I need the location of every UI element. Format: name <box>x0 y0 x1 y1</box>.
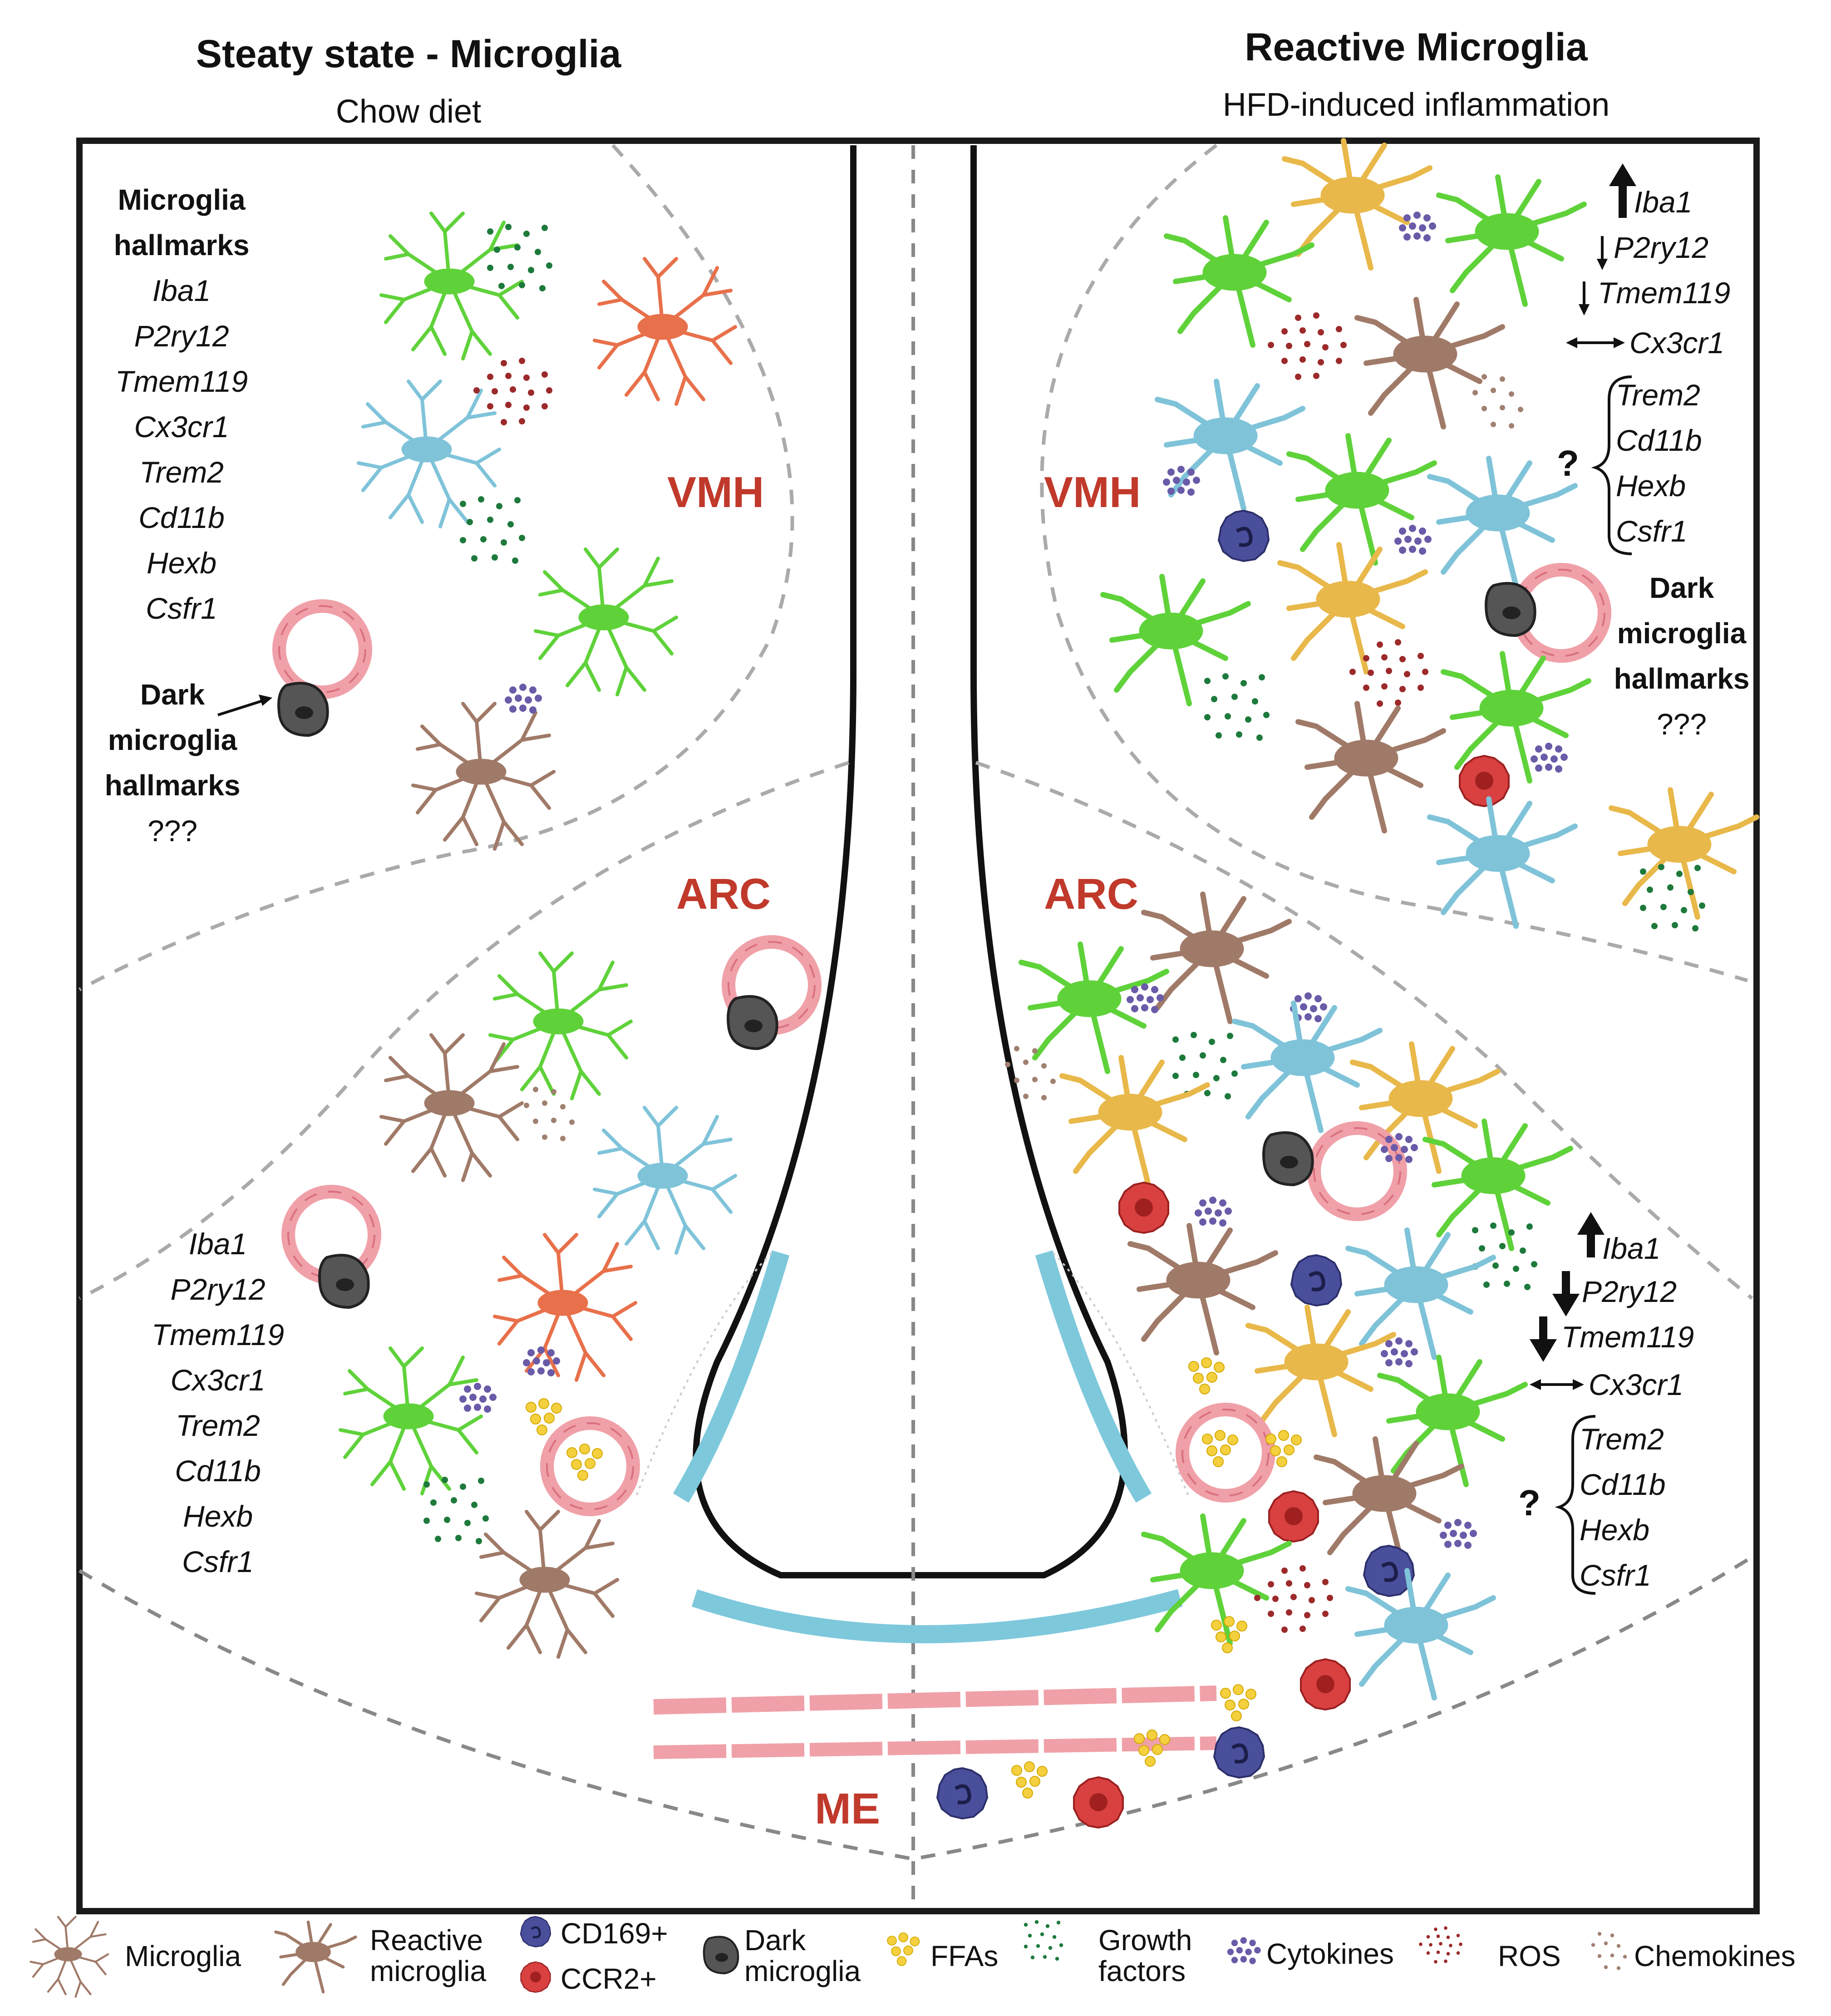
legend-growth-line2: factors <box>1098 1955 1186 1987</box>
gene-label: Trem2 <box>1616 378 1700 412</box>
left-dark-microglia-label: Dark microglia hallmarks ??? <box>104 672 241 853</box>
gene-label: Cx3cr1 <box>1629 326 1725 360</box>
region-label-vmh-left: VMH <box>667 468 764 517</box>
gene-label: Cd11b <box>138 501 225 534</box>
gene-label: Tmem119 <box>1598 276 1731 310</box>
dark-label-line3: hallmarks <box>1614 662 1750 695</box>
region-label-me: ME <box>815 1784 880 1833</box>
region-label-arc-right: ARC <box>1044 870 1138 918</box>
gene-label: Trem2 <box>176 1409 260 1442</box>
right-title: Reactive Microglia <box>1245 25 1588 69</box>
region-boundaries <box>78 143 1753 1861</box>
legend-cytokines: Cytokines <box>1266 1937 1394 1970</box>
right-arc-unknown-genes: Trem2 Cd11b Hexb Csfr1 <box>1580 1416 1698 1598</box>
legend-cd169: CD169+ <box>561 1917 668 1950</box>
gene-label: Cx3cr1 <box>1589 1368 1684 1401</box>
legend-ros: ROS <box>1498 1940 1561 1972</box>
me-tanycyte-band <box>691 1589 1183 1643</box>
hallmarks-heading-line2: hallmarks <box>113 229 250 261</box>
legend-ccr2: CCR2+ <box>561 1962 657 1995</box>
gene-label: Cd11b <box>175 1454 261 1488</box>
gene-label: Csfr1 <box>1580 1558 1651 1592</box>
right-vmh-unknown-genes: Trem2 Cd11b Hexb Csfr1 <box>1616 372 1734 554</box>
dark-label-unknown: ??? <box>147 814 198 848</box>
arc-expression-arrows <box>1530 1212 1605 1595</box>
left-title: Steaty state - Microglia <box>196 32 621 76</box>
dark-label-line1: Dark <box>140 678 205 711</box>
legend-reactive-line2: microglia <box>370 1955 487 1987</box>
gene-label: Hexb <box>182 1499 253 1533</box>
gene-label: Cd11b <box>1580 1468 1666 1501</box>
legend-dark-line1: Dark <box>744 1924 806 1957</box>
legend-reactive-microglia: Reactive microglia <box>370 1925 486 1986</box>
hallmarks-heading-line1: Microglia <box>118 183 246 216</box>
gene-label: P2ry12 <box>134 319 229 353</box>
legend-reactive-line1: Reactive <box>370 1924 483 1957</box>
dark-microglia-arrow <box>217 698 268 716</box>
gene-label: Cx3cr1 <box>170 1363 266 1397</box>
arc-unknown-question: ? <box>1518 1483 1541 1523</box>
legend-dark-line2: microglia <box>744 1955 861 1987</box>
tanycyte-layer-left <box>635 1250 790 1503</box>
diagram-frame <box>76 138 1760 1914</box>
dark-label-line3: hallmarks <box>104 769 241 802</box>
legend-microglia: Microglia <box>125 1940 241 1972</box>
gene-label: Tmem119 <box>1561 1320 1694 1354</box>
tanycyte-layer-right <box>1035 1250 1190 1503</box>
legend-chemokines: Chemokines <box>1634 1940 1796 1972</box>
left-cells <box>279 213 815 1657</box>
gene-label: P2ry12 <box>1614 231 1709 264</box>
gene-label: Hexb <box>1616 469 1686 503</box>
region-label-vmh-right: VMH <box>1044 468 1141 517</box>
legend-growth-line1: Growth <box>1098 1924 1192 1957</box>
gene-label: Trem2 <box>139 455 224 489</box>
gene-label: Csfr1 <box>146 591 217 625</box>
left-arc-genes: Iba1 P2ry12 Tmem119 Cx3cr1 Trem2 Cd11b H… <box>136 1221 300 1584</box>
gene-label: Cx3cr1 <box>134 410 229 444</box>
gene-label: Tmem119 <box>151 1318 285 1351</box>
legend-dark-microglia: Dark microglia <box>744 1925 861 1986</box>
left-vmh-hallmarks: Microglia hallmarks Iba1 P2ry12 Tmem119 … <box>100 177 263 631</box>
vmh-expression-arrows <box>1566 163 1636 555</box>
me-endothelium-1 <box>653 1686 1217 1715</box>
gene-label: P2ry12 <box>170 1272 266 1306</box>
dark-label-line2: microglia <box>108 724 237 756</box>
dark-label-unknown: ??? <box>1656 707 1707 741</box>
gene-label: Csfr1 <box>182 1545 254 1578</box>
region-label-arc-left: ARC <box>676 870 771 918</box>
left-subtitle: Chow diet <box>335 94 482 130</box>
gene-label: Hexb <box>1580 1513 1650 1547</box>
legend-growth-factors: Growth factors <box>1098 1925 1192 1986</box>
gene-label: Iba1 <box>1602 1232 1661 1265</box>
gene-label: Tmem119 <box>115 365 248 398</box>
vmh-unknown-question: ? <box>1557 443 1579 483</box>
me-endothelium-2 <box>653 1736 1217 1759</box>
gene-label: Cd11b <box>1616 424 1702 457</box>
dark-microglia-arrowhead <box>259 695 272 706</box>
legend-ffas: FFAs <box>930 1940 999 1972</box>
gene-label: Hexb <box>146 546 217 580</box>
gene-label: Csfr1 <box>1616 514 1688 548</box>
dark-label-line1: Dark <box>1649 572 1714 604</box>
gene-label: Iba1 <box>152 274 211 307</box>
right-dark-microglia-label: Dark microglia hallmarks ??? <box>1607 565 1757 747</box>
gene-label: Trem2 <box>1580 1422 1664 1456</box>
right-subtitle: HFD-induced inflammation <box>1222 87 1610 123</box>
gene-label: Iba1 <box>1634 185 1693 219</box>
dark-label-line2: microglia <box>1617 617 1747 650</box>
gene-label: P2ry12 <box>1582 1275 1677 1308</box>
gene-label: Iba1 <box>188 1227 247 1261</box>
